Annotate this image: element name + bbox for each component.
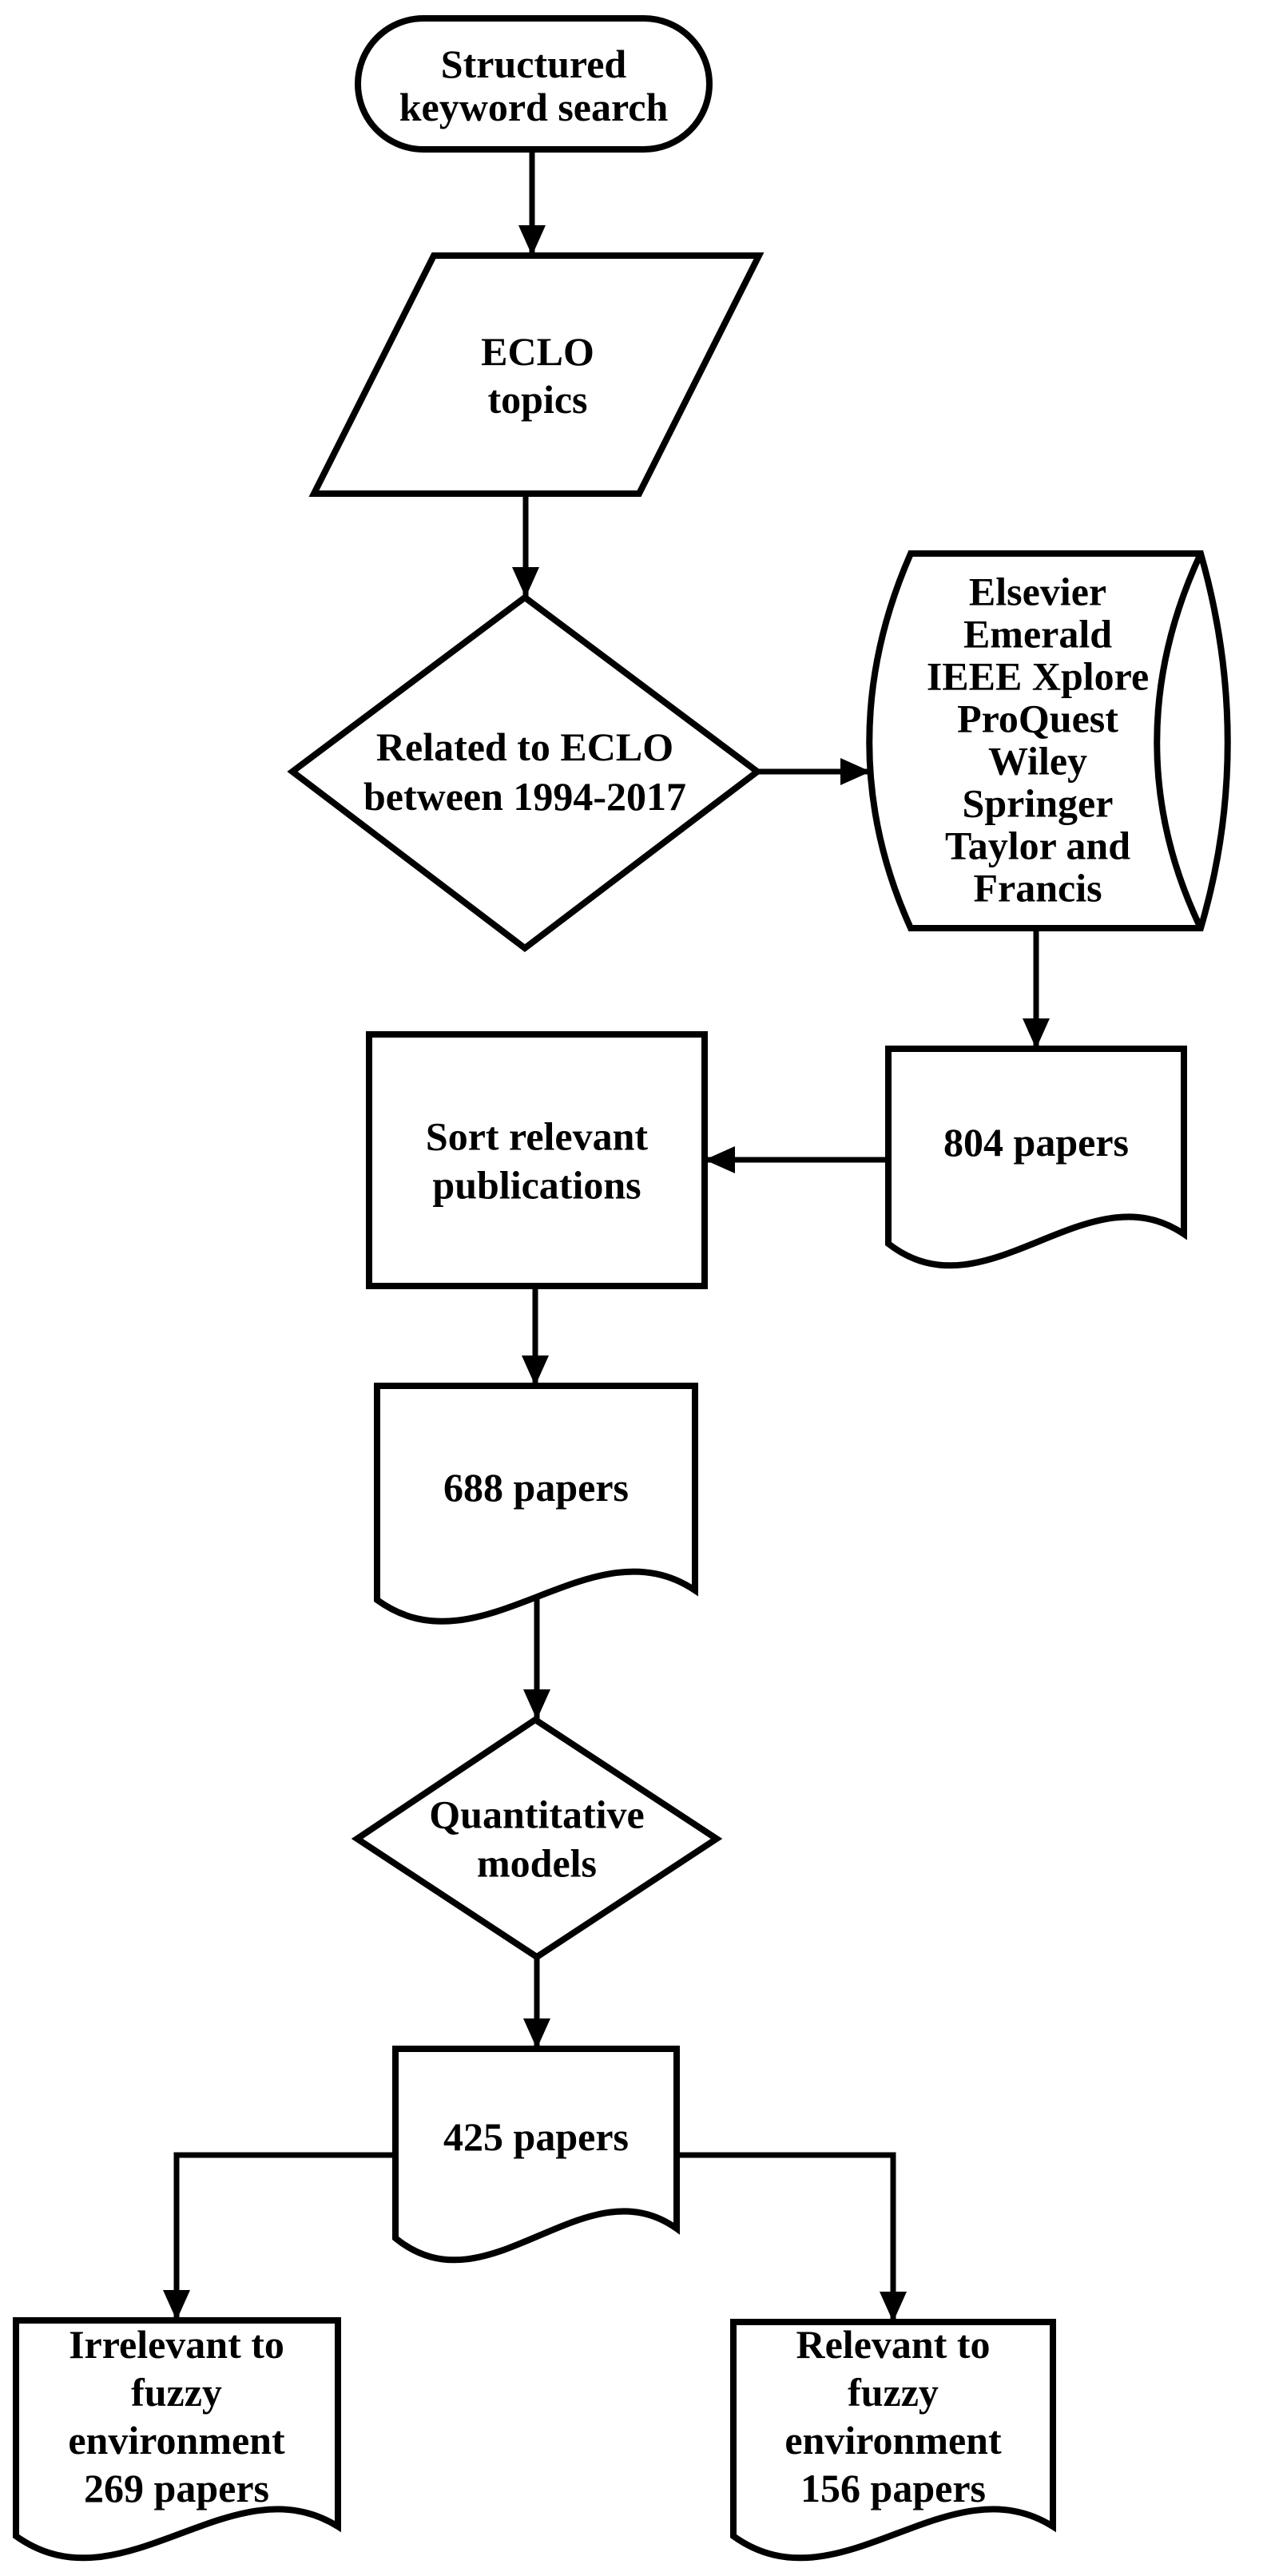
start-terminator-shape — [355, 15, 713, 153]
edge-papers-425-to-relevant — [677, 2152, 907, 2322]
sort-publications-rectangle-shape — [366, 1031, 708, 1289]
quantitative-decision-diamond-shape — [351, 1716, 723, 1961]
papers-688-document-shape — [374, 1383, 698, 1625]
edge-group — [163, 149, 1050, 2322]
irrelevant-fuzzy-document-shape — [13, 2317, 341, 2562]
papers-804-label: 804 papers — [943, 1120, 1129, 1165]
databases-cylinder-inner-arc — [1154, 552, 1204, 930]
papers-804-document-shape — [885, 1046, 1187, 1269]
related-decision-diamond-shape — [287, 593, 763, 953]
papers-688-label: 688 papers — [443, 1465, 629, 1510]
papers-425-label: 425 papers — [443, 2114, 629, 2159]
papers-425-document-shape — [392, 2046, 680, 2264]
relevant-fuzzy-document-shape — [730, 2319, 1056, 2562]
topics-parallelogram-shape — [308, 252, 765, 497]
edge-papers-425-to-irrelevant — [163, 2152, 395, 2320]
databases-cylinder-shape — [866, 550, 1231, 931]
